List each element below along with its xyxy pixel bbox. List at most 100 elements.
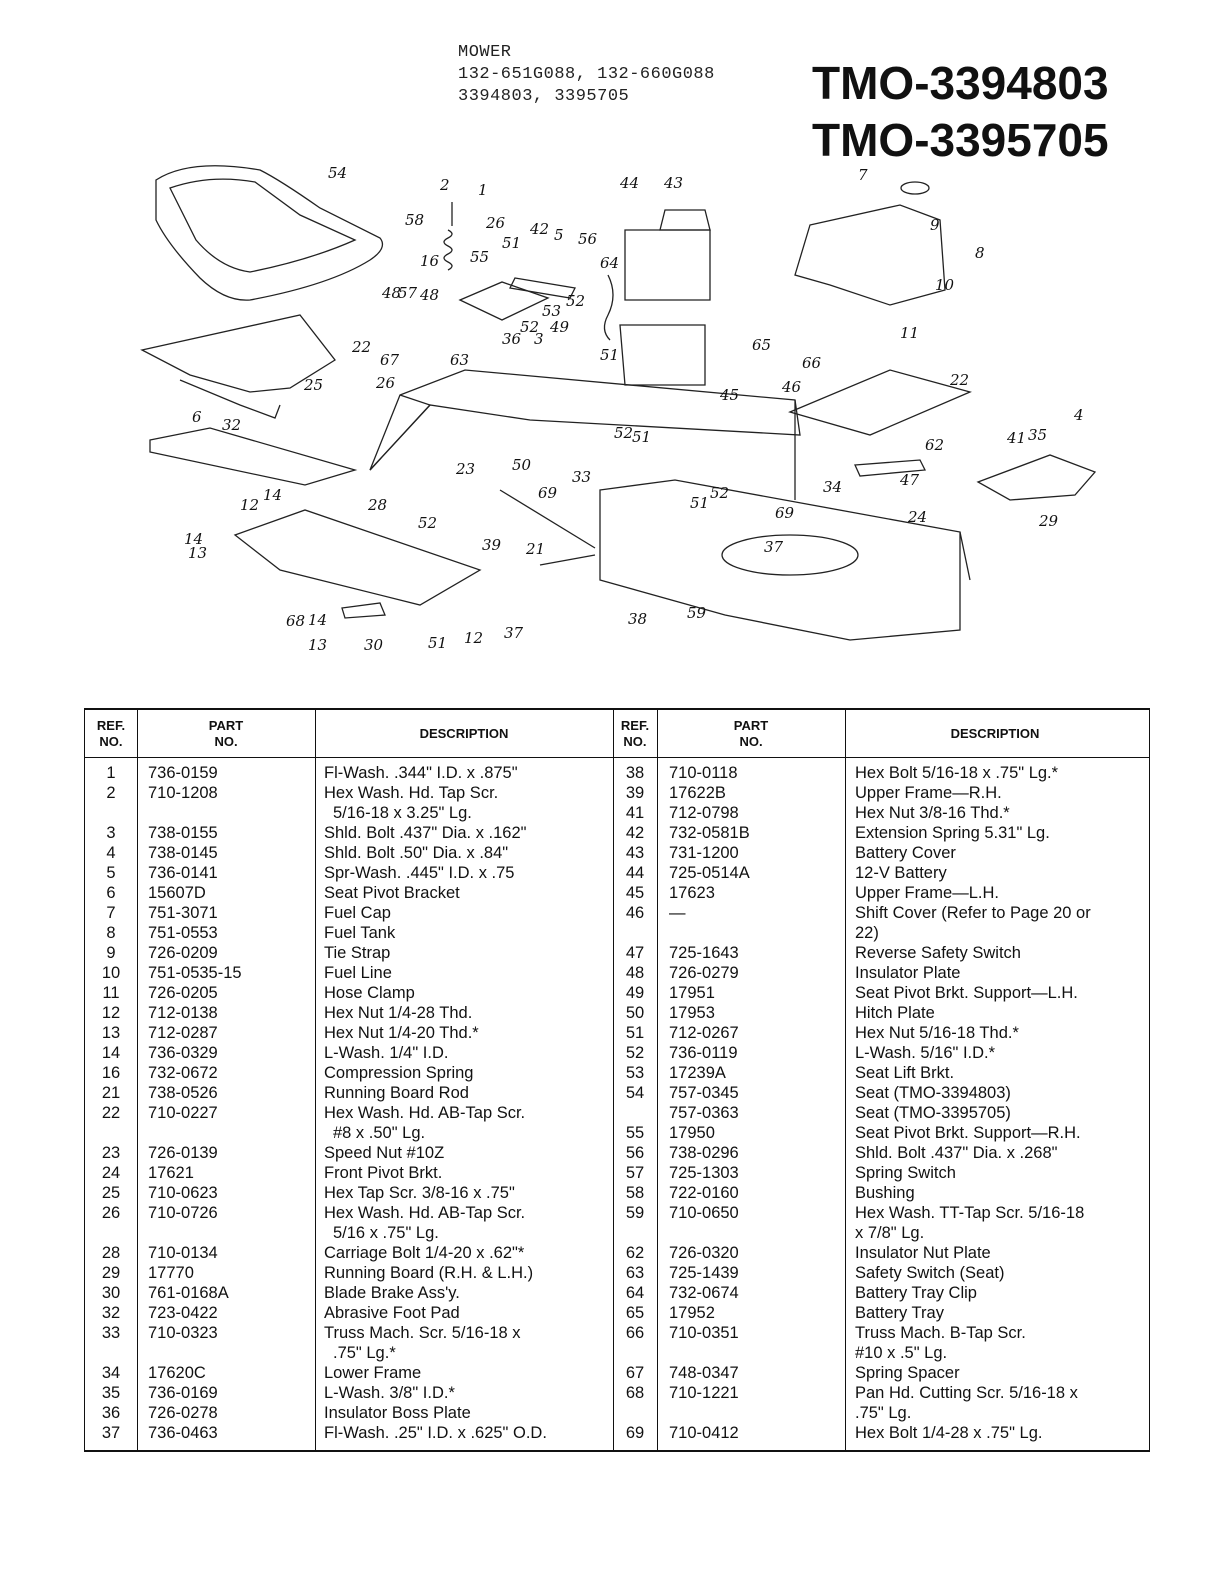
running-board-lh	[233, 509, 482, 606]
callout: 36	[502, 330, 522, 348]
seat-pivot-bracket	[140, 314, 336, 393]
ref-number: 5	[106, 864, 116, 882]
ref-number: 48	[625, 964, 645, 982]
part-number: 738-0145	[148, 844, 218, 862]
part-number: 725-1303	[669, 1164, 739, 1182]
ref-number: 37	[101, 1424, 121, 1442]
callout: 66	[802, 354, 822, 372]
callout: 51	[600, 346, 619, 364]
header-line-2: 132-651G088, 132-660G088	[458, 65, 715, 84]
callout: 7	[858, 166, 868, 184]
ref-number: 14	[101, 1044, 121, 1062]
part-description: Seat Pivot Bracket	[324, 884, 460, 902]
part-number: 17239A	[669, 1064, 726, 1082]
part-number: 751-3071	[148, 904, 218, 922]
part-number: 17953	[669, 1004, 715, 1022]
part-number: 722-0160	[669, 1184, 739, 1202]
shift-cover	[788, 369, 972, 436]
callout: 11	[900, 324, 919, 342]
part-number: 726-0209	[148, 944, 218, 962]
ref-number: 42	[625, 824, 645, 842]
part-description: Truss Mach. B-Tap Scr.	[855, 1324, 1026, 1342]
ref-number: 21	[101, 1084, 121, 1102]
column-divider	[315, 710, 316, 1450]
ref-number: 56	[625, 1144, 645, 1162]
callout: 14	[263, 486, 282, 504]
part-number: 738-0526	[148, 1084, 218, 1102]
callout: 22	[351, 338, 371, 356]
ref-number: 29	[101, 1264, 121, 1282]
part-number	[137, 803, 315, 823]
part-number: 712-0267	[669, 1024, 739, 1042]
callout: 33	[572, 468, 591, 486]
ref-number	[85, 803, 137, 823]
ref-number: 69	[625, 1424, 645, 1442]
ref-number: 25	[101, 1184, 121, 1202]
part-number: 17951	[669, 984, 715, 1002]
table-row: .75" Lg.*	[85, 1343, 613, 1363]
part-number: 710-0726	[148, 1204, 218, 1222]
callout: 12	[464, 629, 483, 647]
part-number: 751-0535-15	[148, 964, 242, 982]
table-row: 5/16 x .75" Lg.	[85, 1223, 613, 1243]
part-number: 757-0345	[669, 1084, 739, 1102]
part-description: Hex Wash. Hd. AB-Tap Scr.	[324, 1204, 526, 1222]
part-number: 710-1221	[669, 1384, 739, 1402]
callout: 26	[375, 374, 396, 392]
part-description: Upper Frame—R.H.	[855, 784, 1002, 802]
ref-number: 33	[101, 1324, 121, 1342]
callout: 13	[188, 544, 207, 562]
callout: 52	[520, 318, 539, 336]
ref-number: 39	[625, 784, 645, 802]
part-description: Battery Tray Clip	[855, 1284, 977, 1302]
battery	[624, 229, 711, 301]
ref-number: 7	[106, 904, 116, 922]
column-divider	[613, 710, 614, 1450]
ref-number: 47	[625, 944, 645, 962]
ref-number: 66	[625, 1324, 645, 1342]
part-description: Hitch Plate	[855, 1004, 935, 1022]
header-line-1: MOWER	[458, 43, 512, 62]
ref-number: 6	[106, 884, 116, 902]
exploded-parts-diagram: 54 2 1 58 26 51 42 5 56 16 55 44 43 7 9 …	[140, 164, 1097, 654]
part-number: 748-0347	[669, 1364, 739, 1382]
callout: 22	[949, 371, 969, 389]
part-description: Fl-Wash. .344" I.D. x .875"	[324, 764, 518, 782]
blade-brake-assy	[341, 602, 386, 619]
ref-number: 24	[101, 1164, 121, 1182]
ref-number: 65	[625, 1304, 645, 1322]
ref-number	[85, 1343, 137, 1363]
model-number-2: TMO-3395705	[812, 114, 1109, 166]
part-description: Fl-Wash. .25" I.D. x .625" O.D.	[324, 1424, 547, 1442]
diagram-callouts: 54 2 1 58 26 51 42 5 56 16 55 44 43 7 9 …	[184, 164, 1084, 654]
callout: 14	[184, 530, 203, 548]
part-number: 761-0168A	[148, 1284, 229, 1302]
callout: 38	[628, 610, 647, 628]
callout: 50	[512, 456, 532, 474]
callout: 5	[554, 226, 564, 244]
ref-number: 41	[625, 804, 645, 822]
table-row: 5/16-18 x 3.25" Lg.	[85, 803, 613, 823]
part-number: 732-0581B	[669, 824, 750, 842]
callout: 8	[975, 244, 985, 262]
part-number: 710-0118	[669, 764, 738, 782]
part-number: 17621	[148, 1164, 194, 1182]
callout: 37	[764, 538, 784, 556]
